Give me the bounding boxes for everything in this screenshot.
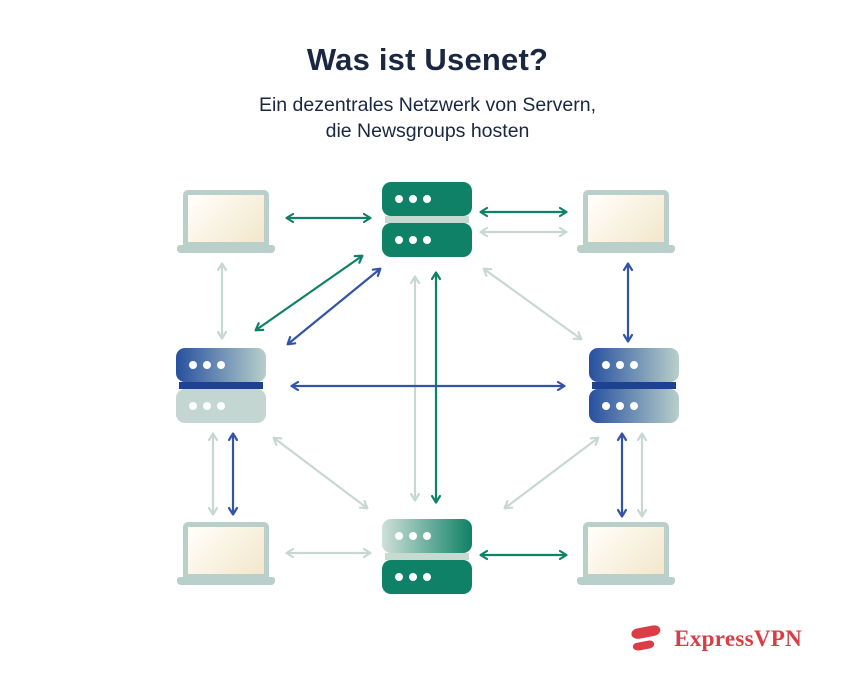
server-unit-top: [382, 182, 472, 216]
server-unit-bottom: [176, 389, 266, 423]
server-right: [589, 348, 679, 423]
server-led: [409, 573, 417, 581]
server-led: [409, 236, 417, 244]
laptop-screen: [183, 190, 269, 247]
arrow-server-bottom-to-server-right: [503, 436, 600, 510]
laptop-base: [577, 245, 675, 253]
server-led: [217, 402, 225, 410]
server-unit-top: [176, 348, 266, 382]
server-led: [409, 195, 417, 203]
server-led: [189, 402, 197, 410]
laptop-screen: [583, 190, 669, 247]
server-led: [423, 573, 431, 581]
server-divider: [385, 553, 469, 560]
server-unit-top: [589, 348, 679, 382]
server-led: [616, 402, 624, 410]
server-led: [409, 532, 417, 540]
arrow-server-left-to-server-top-blue: [286, 267, 382, 346]
brand-logo: ExpressVPN: [628, 620, 802, 657]
server-divider: [385, 216, 469, 223]
arrow-server-left-to-server-bottom: [272, 436, 369, 510]
server-divider: [179, 382, 263, 389]
server-led: [203, 402, 211, 410]
laptop-bottom-left: [177, 522, 275, 585]
laptop-top-left: [177, 190, 275, 253]
arrow-server-top-to-server-right: [482, 267, 583, 341]
laptop-base: [177, 577, 275, 585]
server-divider: [592, 382, 676, 389]
server-unit-bottom: [382, 560, 472, 594]
server-led: [217, 361, 225, 369]
server-led: [423, 236, 431, 244]
server-led: [395, 573, 403, 581]
server-bottom: [382, 519, 472, 594]
server-unit-top: [382, 519, 472, 553]
laptop-screen: [183, 522, 269, 579]
laptop-base: [577, 577, 675, 585]
server-led: [616, 361, 624, 369]
laptop-base: [177, 245, 275, 253]
subtitle-line-2: die Newsgroups hosten: [325, 120, 530, 142]
laptop-display: [588, 195, 664, 242]
server-led: [203, 361, 211, 369]
page-subtitle: Ein dezentrales Netzwerk von Servern, di…: [0, 92, 855, 144]
server-unit-bottom: [382, 223, 472, 257]
server-led: [395, 532, 403, 540]
page-title: Was ist Usenet?: [306, 42, 549, 77]
laptop-display: [188, 527, 264, 574]
server-unit-bottom: [589, 389, 679, 423]
expressvpn-icon: [631, 625, 661, 651]
server-led: [630, 361, 638, 369]
server-led: [423, 532, 431, 540]
server-led: [395, 195, 403, 203]
server-led: [630, 402, 638, 410]
laptop-top-right: [577, 190, 675, 253]
server-led: [395, 236, 403, 244]
server-led: [602, 402, 610, 410]
server-left: [176, 348, 266, 423]
laptop-display: [188, 195, 264, 242]
laptop-display: [588, 527, 664, 574]
laptop-bottom-right: [577, 522, 675, 585]
server-led: [602, 361, 610, 369]
subtitle-line-1: Ein dezentrales Netzwerk von Servern,: [258, 94, 597, 116]
server-led: [423, 195, 431, 203]
server-led: [189, 361, 197, 369]
laptop-screen: [583, 522, 669, 579]
server-top: [382, 182, 472, 257]
brand-name: ExpressVPN: [674, 625, 802, 651]
